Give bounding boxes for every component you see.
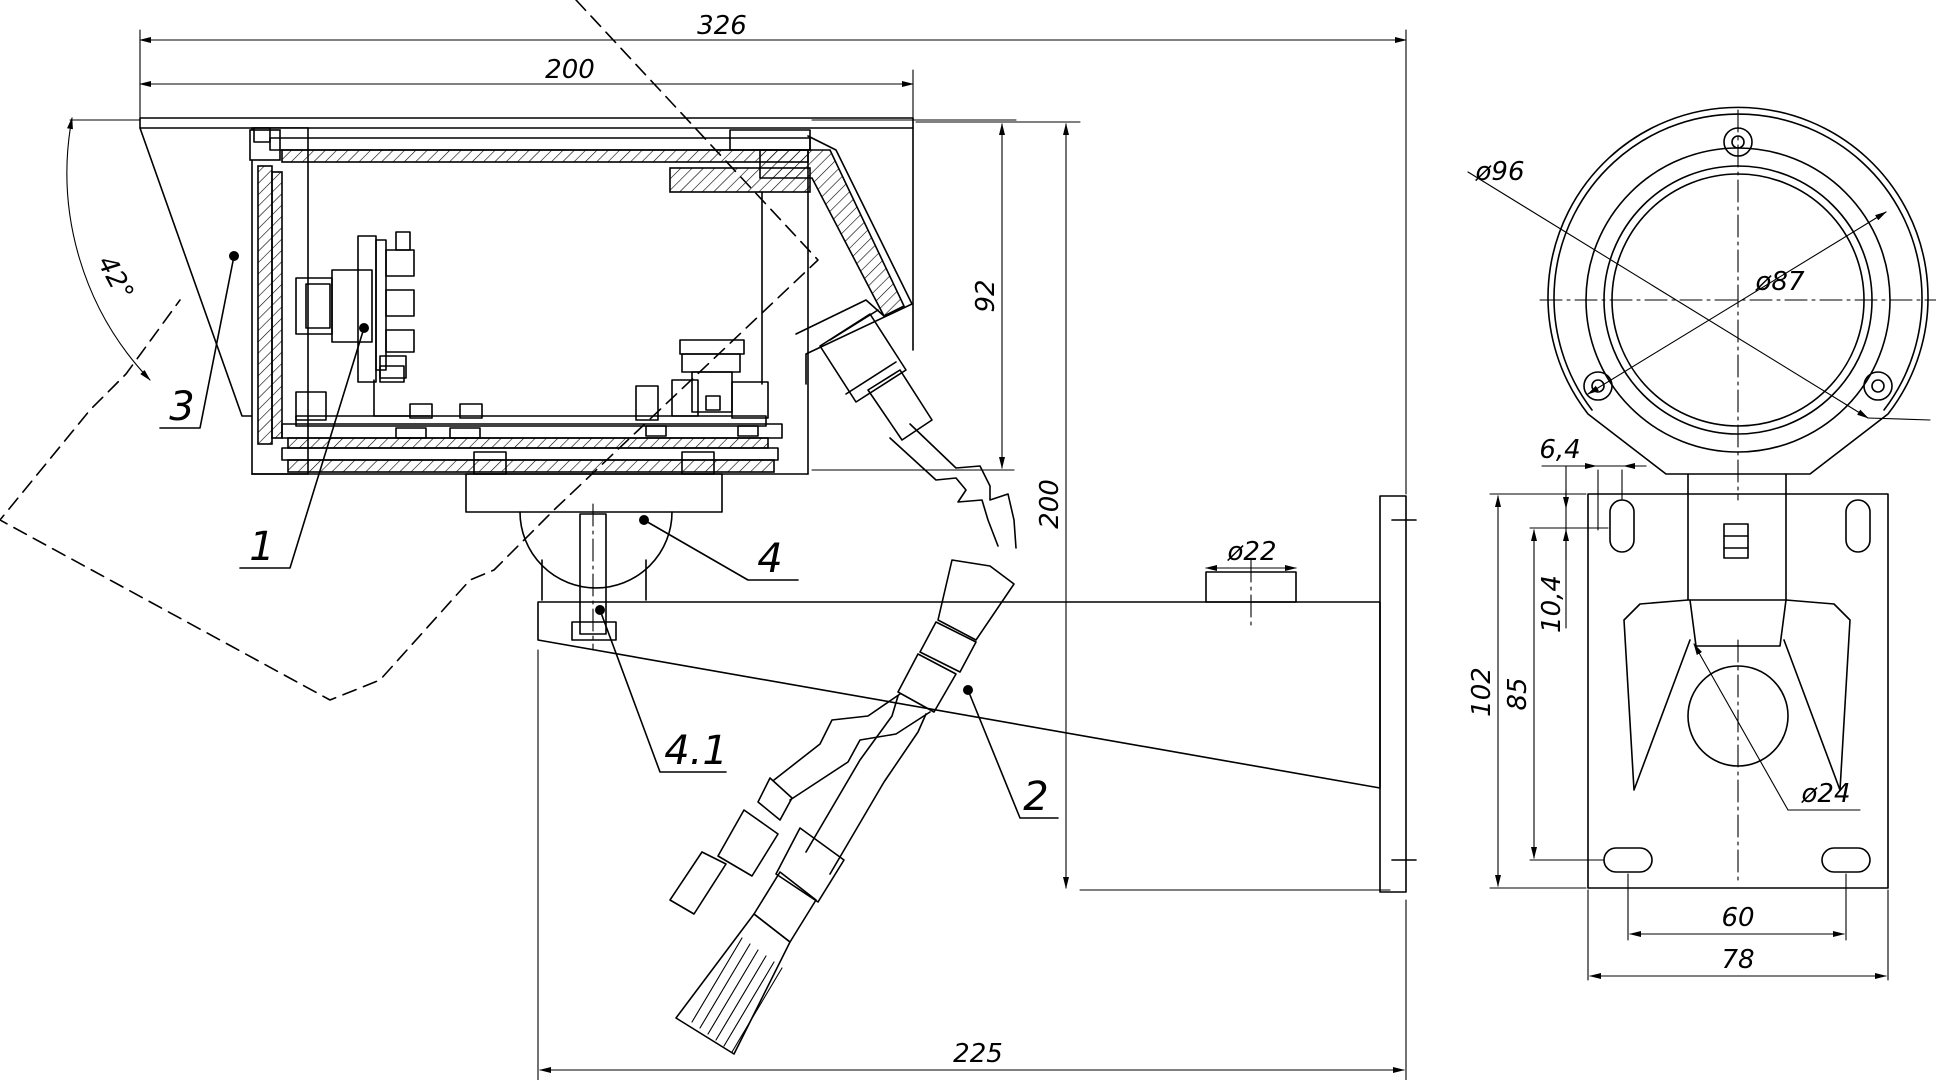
dim-plate-height: 102 <box>1467 667 1497 717</box>
front-dimension-lines <box>1467 171 1931 979</box>
callout-3-label: 3 <box>169 384 194 430</box>
callout-1: 1 <box>239 323 369 570</box>
callout-2: 2 <box>963 685 1059 820</box>
callout-4-1: 4.1 <box>595 605 728 774</box>
bracket-arm <box>537 495 1417 893</box>
dim-tilt-angle: 42° <box>91 251 139 306</box>
swivel-head <box>465 451 723 651</box>
callout-3: 3 <box>159 251 239 430</box>
callout-1-label: 1 <box>249 524 274 570</box>
connector-knurling <box>691 937 783 1053</box>
housing-front <box>1539 106 1936 501</box>
cables <box>669 423 1017 1055</box>
tilted-outline <box>0 0 819 701</box>
dim-window-diameter: ø87 <box>1755 267 1805 297</box>
circuit-board <box>295 339 769 439</box>
camera-module <box>295 231 431 421</box>
cable-gland <box>819 309 933 441</box>
bracket-fork <box>1623 473 1851 881</box>
dim-plate-width: 78 <box>1721 945 1754 975</box>
dim-housing-length: 200 <box>545 55 595 85</box>
callout-4-label: 4 <box>757 536 782 582</box>
dim-arm-diameter: ø24 <box>1801 779 1851 809</box>
dim-overall-length: 326 <box>697 11 747 41</box>
callout-2-label: 2 <box>1023 774 1048 820</box>
dim-bracket-length: 225 <box>953 1039 1003 1069</box>
dim-hole-spacing-vertical: 85 <box>1503 677 1533 710</box>
callout-4-1-label: 4.1 <box>664 728 728 774</box>
dim-housing-height: 92 <box>971 279 1001 312</box>
dim-outer-diameter: ø96 <box>1475 157 1525 187</box>
side-view: 326 200 92 200 225 ø22 42° 1 2 3 4 <box>0 0 1417 1080</box>
dim-slot-length: 10,4 <box>1537 575 1567 633</box>
front-extension-lines <box>1489 465 1889 981</box>
dim-overall-height: 200 <box>1035 479 1065 529</box>
dim-bracket-diameter: ø22 <box>1227 537 1277 567</box>
dim-hole-spacing-horizontal: 60 <box>1721 903 1754 933</box>
dimension-lines <box>66 37 1407 1073</box>
housing-body <box>249 127 913 475</box>
dim-slot-width: 6,4 <box>1539 435 1580 465</box>
callout-4: 4 <box>639 515 799 582</box>
front-view: ø96 ø87 6,4 10,4 102 85 ø24 60 78 <box>1467 106 1936 981</box>
